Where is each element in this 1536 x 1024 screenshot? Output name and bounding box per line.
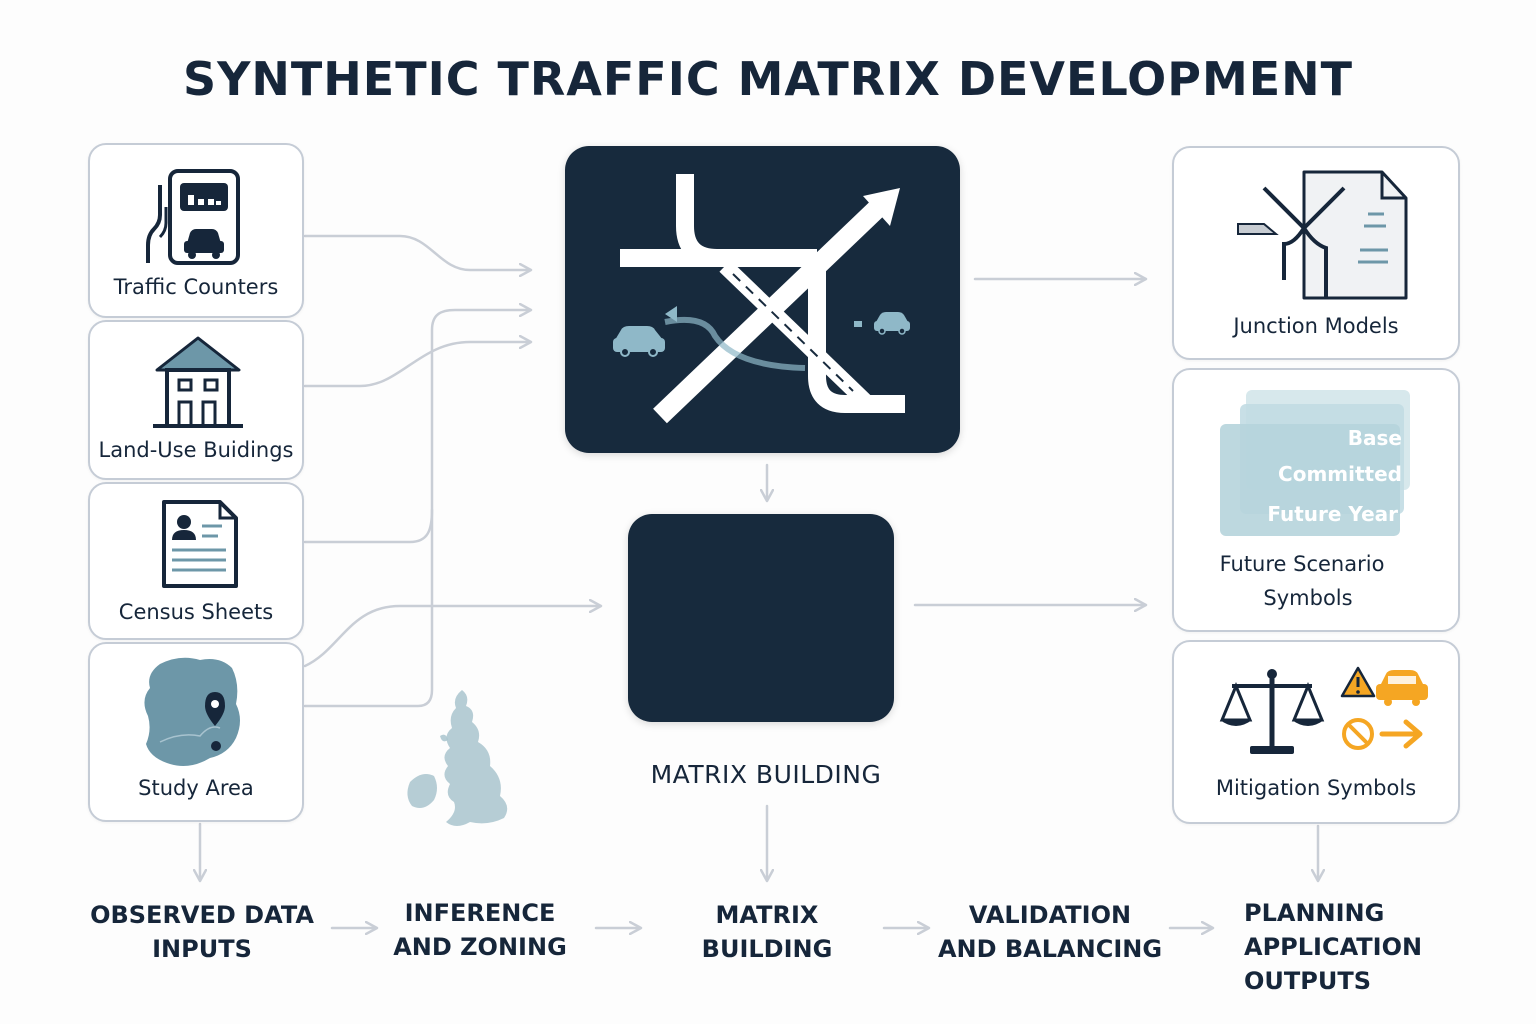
output-card-junction-models: Junction Models — [1172, 146, 1460, 360]
output-card-mitigation: Mitigation Symbols — [1172, 640, 1460, 824]
no-entry-icon — [1342, 718, 1374, 750]
stage-line: VALIDATION — [968, 901, 1132, 929]
connector-buildings-network — [303, 342, 530, 388]
output-label-line2: Symbols — [1263, 586, 1353, 610]
matrix-grid-icon — [638, 526, 884, 710]
stage-line: PLANNING — [1244, 899, 1385, 927]
scenario-layers-icon: Base Committed Future Year — [1220, 390, 1410, 538]
connector-census-network — [303, 310, 530, 544]
stage-line: MATRIX — [715, 901, 819, 929]
uk-map-icon — [407, 690, 508, 826]
input-card-census-sheets: Census Sheets — [88, 482, 304, 640]
scenario-layer-front — [1220, 424, 1400, 536]
mitigation-icons — [1219, 666, 1428, 754]
stage-line: OUTPUTS — [1244, 967, 1371, 995]
scenario-layer-committed: Committed — [1278, 462, 1402, 486]
road-junction-icon — [613, 174, 910, 424]
warning-icon — [1340, 666, 1376, 698]
stage-matrix-building: MATRIX BUILDING — [667, 898, 867, 966]
input-label: Census Sheets — [118, 600, 274, 624]
stage-line: AND ZONING — [393, 933, 567, 961]
road-network-panel — [565, 146, 960, 453]
connector-studyarea-grid — [303, 606, 600, 668]
page-title: SYNTHETIC TRAFFIC MATRIX DEVELOPMENT — [182, 52, 1354, 106]
output-label: Mitigation Symbols — [1215, 776, 1417, 800]
stage-planning-outputs: PLANNING APPLICATION OUTPUTS — [1218, 896, 1458, 998]
stage-line: APPLICATION — [1244, 933, 1423, 961]
scenario-layer-future-year: Future Year — [1267, 502, 1398, 526]
car-orange-icon — [1376, 670, 1428, 706]
output-card-future-scenario: Base Committed Future Year Future Scenar… — [1172, 368, 1460, 632]
census-sheet-icon — [162, 500, 238, 588]
stage-line: INPUTS — [152, 935, 252, 963]
stage-line: OBSERVED DATA — [90, 901, 314, 929]
building-icon — [153, 336, 243, 428]
car-icon — [613, 326, 665, 357]
stage-inference-zoning: INFERENCE AND ZONING — [380, 896, 580, 964]
matrix-building-label: MATRIX BUILDING — [650, 760, 882, 789]
input-label: Land-Use Buidings — [98, 438, 294, 462]
input-label: Traffic Counters — [113, 275, 279, 299]
junction-model-icon — [1237, 170, 1408, 300]
output-label: Junction Models — [1233, 314, 1399, 338]
stage-line: INFERENCE — [404, 899, 556, 927]
input-label: Study Area — [138, 776, 254, 800]
connector-studyarea-network — [303, 508, 434, 708]
input-card-study-area: Study Area — [88, 642, 304, 822]
study-area-map-icon — [144, 657, 240, 766]
connector-counters-network — [303, 234, 530, 270]
input-card-traffic-counters: Traffic Counters — [88, 143, 304, 318]
stage-validation-balancing: VALIDATION AND BALANCING — [930, 898, 1170, 966]
scales-icon — [1219, 669, 1325, 754]
matrix-grid-panel — [628, 514, 894, 722]
input-card-land-use: Land-Use Buidings — [88, 320, 304, 480]
traffic-counter-icon — [146, 169, 240, 265]
stage-observed-data-inputs: OBSERVED DATA INPUTS — [82, 898, 322, 966]
scenario-layer-base: Base — [1347, 426, 1402, 450]
car-icon — [854, 312, 910, 335]
stage-line: AND BALANCING — [937, 935, 1163, 963]
output-label-line1: Future Scenario — [1219, 552, 1385, 576]
arrow-right-icon — [1379, 719, 1423, 749]
stage-line: BUILDING — [701, 935, 833, 963]
